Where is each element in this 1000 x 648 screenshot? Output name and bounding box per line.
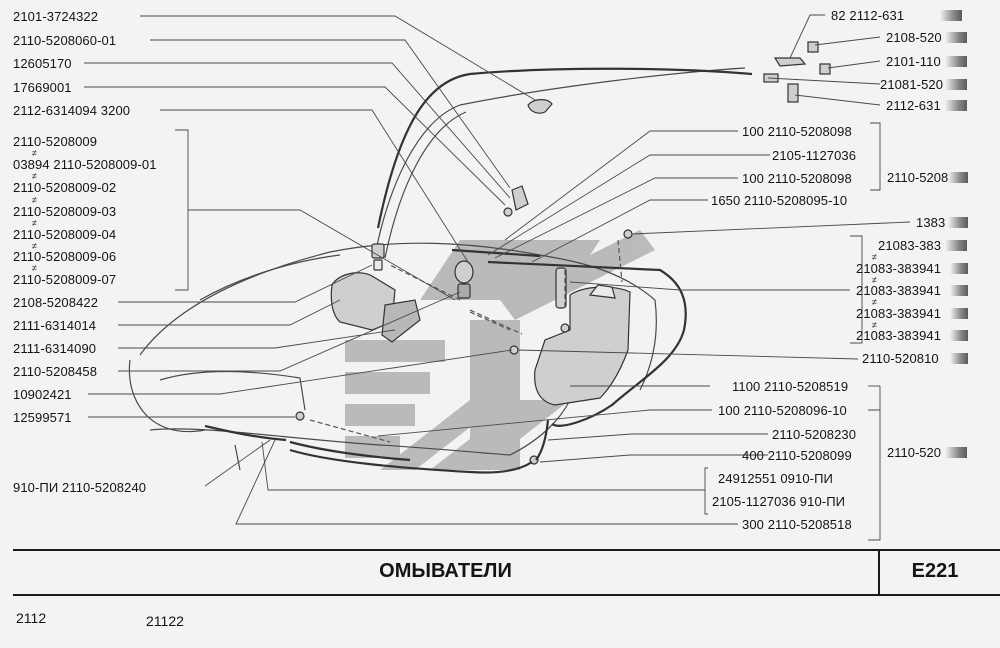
part-label: 1650 2110-5208095-10 [711, 193, 848, 208]
not-equal-mark: ≠ [32, 263, 37, 273]
part-label: 2105-1127036 [772, 148, 857, 163]
faded-text-edge [950, 285, 968, 296]
part-label: 2111-6314090 [13, 341, 97, 356]
part-label: 2110-5208009-07 [13, 272, 117, 287]
faded-text-edge [950, 353, 968, 364]
part-label: 10902421 [13, 387, 72, 402]
bracket-tag: 2110-5208 [887, 170, 949, 185]
leader-lines [84, 14, 911, 541]
faded-text-edge [945, 32, 967, 43]
faded-text-edge [948, 217, 968, 228]
not-equal-mark: ≠ [32, 218, 37, 228]
part-label: 300 2110-5208518 [742, 517, 852, 532]
flow-arrows [309, 239, 623, 443]
part-label: 100 2110-5208098 [742, 171, 852, 186]
part-label: 2110-5208009-02 [13, 180, 117, 195]
part-label: 100 2110-5208098 [742, 124, 852, 139]
part-label: 2111-6314014 [13, 318, 97, 333]
part-label: 12605170 [13, 56, 72, 71]
part-label: 21081-520 [880, 77, 944, 92]
footer-separator [878, 549, 880, 594]
part-label: 2112-6314094 3200 [13, 103, 131, 118]
faded-text-edge [945, 79, 967, 90]
part-label: 82 2112-631 [831, 8, 905, 23]
footer-top-rule [13, 549, 1000, 551]
part-label: 400 2110-5208099 [742, 448, 852, 463]
faded-text-edge [948, 172, 968, 183]
part-label: 2108-520 [886, 30, 942, 45]
part-label: 2110-5208009-06 [13, 249, 117, 264]
part-label: 1100 2110-5208519 [732, 379, 849, 394]
part-label: 100 2110-5208096-10 [718, 403, 847, 418]
part-label: 2110-5208230 [772, 427, 857, 442]
part-label: 2110-520810 [862, 351, 939, 366]
page-code: E221 [911, 560, 959, 582]
not-equal-mark: ≠ [872, 297, 877, 307]
part-label: 17669001 [13, 80, 72, 95]
not-equal-mark: ≠ [32, 148, 37, 158]
part-label: 2101-3724322 [13, 9, 99, 24]
faded-text-edge [950, 308, 968, 319]
part-label: 2110-5208458 [13, 364, 98, 379]
part-label: 2101-110 [886, 54, 941, 69]
bracket-tag: 2110-520 [887, 445, 941, 460]
model-number: 21122 [146, 613, 184, 629]
part-label: 21083-383941 [856, 306, 942, 321]
part-label: 21083-383 [878, 238, 942, 253]
part-label: 2110-5208060-01 [13, 33, 117, 48]
part-label: 21083-383941 [856, 261, 942, 276]
part-label: 24912551 0910-ПИ [718, 471, 833, 486]
model-number: 2112 [16, 610, 47, 626]
faded-text-edge [945, 447, 967, 458]
part-label: 910-ПИ 2110-5208240 [13, 480, 147, 495]
faded-text-edge [950, 263, 968, 274]
footer-bottom-rule [13, 594, 1000, 596]
part-label: 21083-383941 [856, 328, 942, 343]
not-equal-mark: ≠ [32, 195, 37, 205]
faded-text-edge [945, 100, 967, 111]
car-outline [128, 67, 746, 471]
not-equal-mark: ≠ [872, 320, 877, 330]
section-title: ОМЫВАТЕЛИ [379, 560, 512, 582]
part-label: 2110-5208009 [13, 134, 98, 149]
part-label: 2110-5208009-03 [13, 204, 117, 219]
faded-text-edge [945, 56, 967, 67]
faded-text-edge [940, 10, 962, 21]
part-label: 2110-5208009-04 [13, 227, 117, 242]
not-equal-mark: ≠ [32, 241, 37, 251]
part-label: 03894 2110-5208009-01 [13, 157, 157, 172]
part-label: 1383 [916, 215, 946, 230]
not-equal-mark: ≠ [872, 252, 877, 262]
faded-text-edge [950, 330, 968, 341]
washer-parts [295, 41, 831, 465]
part-label: 12599571 [13, 410, 72, 425]
part-label: 2105-1127036 910-ПИ [712, 494, 846, 509]
washer-system-diagram [84, 14, 911, 541]
part-label: 21083-383941 [856, 283, 942, 298]
watermark-logo [345, 230, 655, 470]
not-equal-mark: ≠ [872, 275, 877, 285]
not-equal-mark: ≠ [32, 171, 37, 181]
faded-text-edge [945, 240, 967, 251]
part-label: 2108-5208422 [13, 295, 99, 310]
part-label: 2112-631 [886, 98, 941, 113]
